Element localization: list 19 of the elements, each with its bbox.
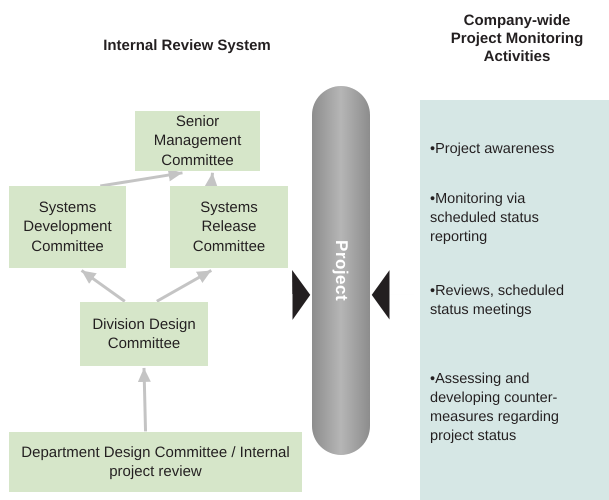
- bullet-text: •Project awareness: [430, 140, 556, 159]
- arrow: [100, 168, 183, 188]
- arrow: [80, 269, 126, 303]
- project-bar: Project: [312, 86, 370, 455]
- arrow: [204, 172, 218, 188]
- arrow: [156, 269, 212, 303]
- arrow: [138, 368, 151, 432]
- committee-box: Senior Management Committee: [135, 111, 260, 171]
- monitoring-panel: [420, 12, 609, 500]
- committee-box: Systems Release Committee: [170, 186, 288, 268]
- chevron-arrow: [289, 270, 310, 320]
- bullet-text: •Assessing and developing counter-measures regarding project status: [430, 370, 560, 446]
- committee-box: Division Design Committee: [80, 302, 208, 366]
- committee-box: Systems Development Committee: [9, 186, 126, 268]
- column-heading: Company-wide Project Monitoring Activities: [450, 12, 584, 66]
- committee-box: Department Design Committee / Internal project review: [9, 432, 302, 492]
- column-heading: Internal Review System: [102, 37, 272, 54]
- bullet-text: •Monitoring via scheduled status reporting: [430, 190, 540, 247]
- bullet-text: •Reviews, scheduled status meetings: [430, 282, 566, 320]
